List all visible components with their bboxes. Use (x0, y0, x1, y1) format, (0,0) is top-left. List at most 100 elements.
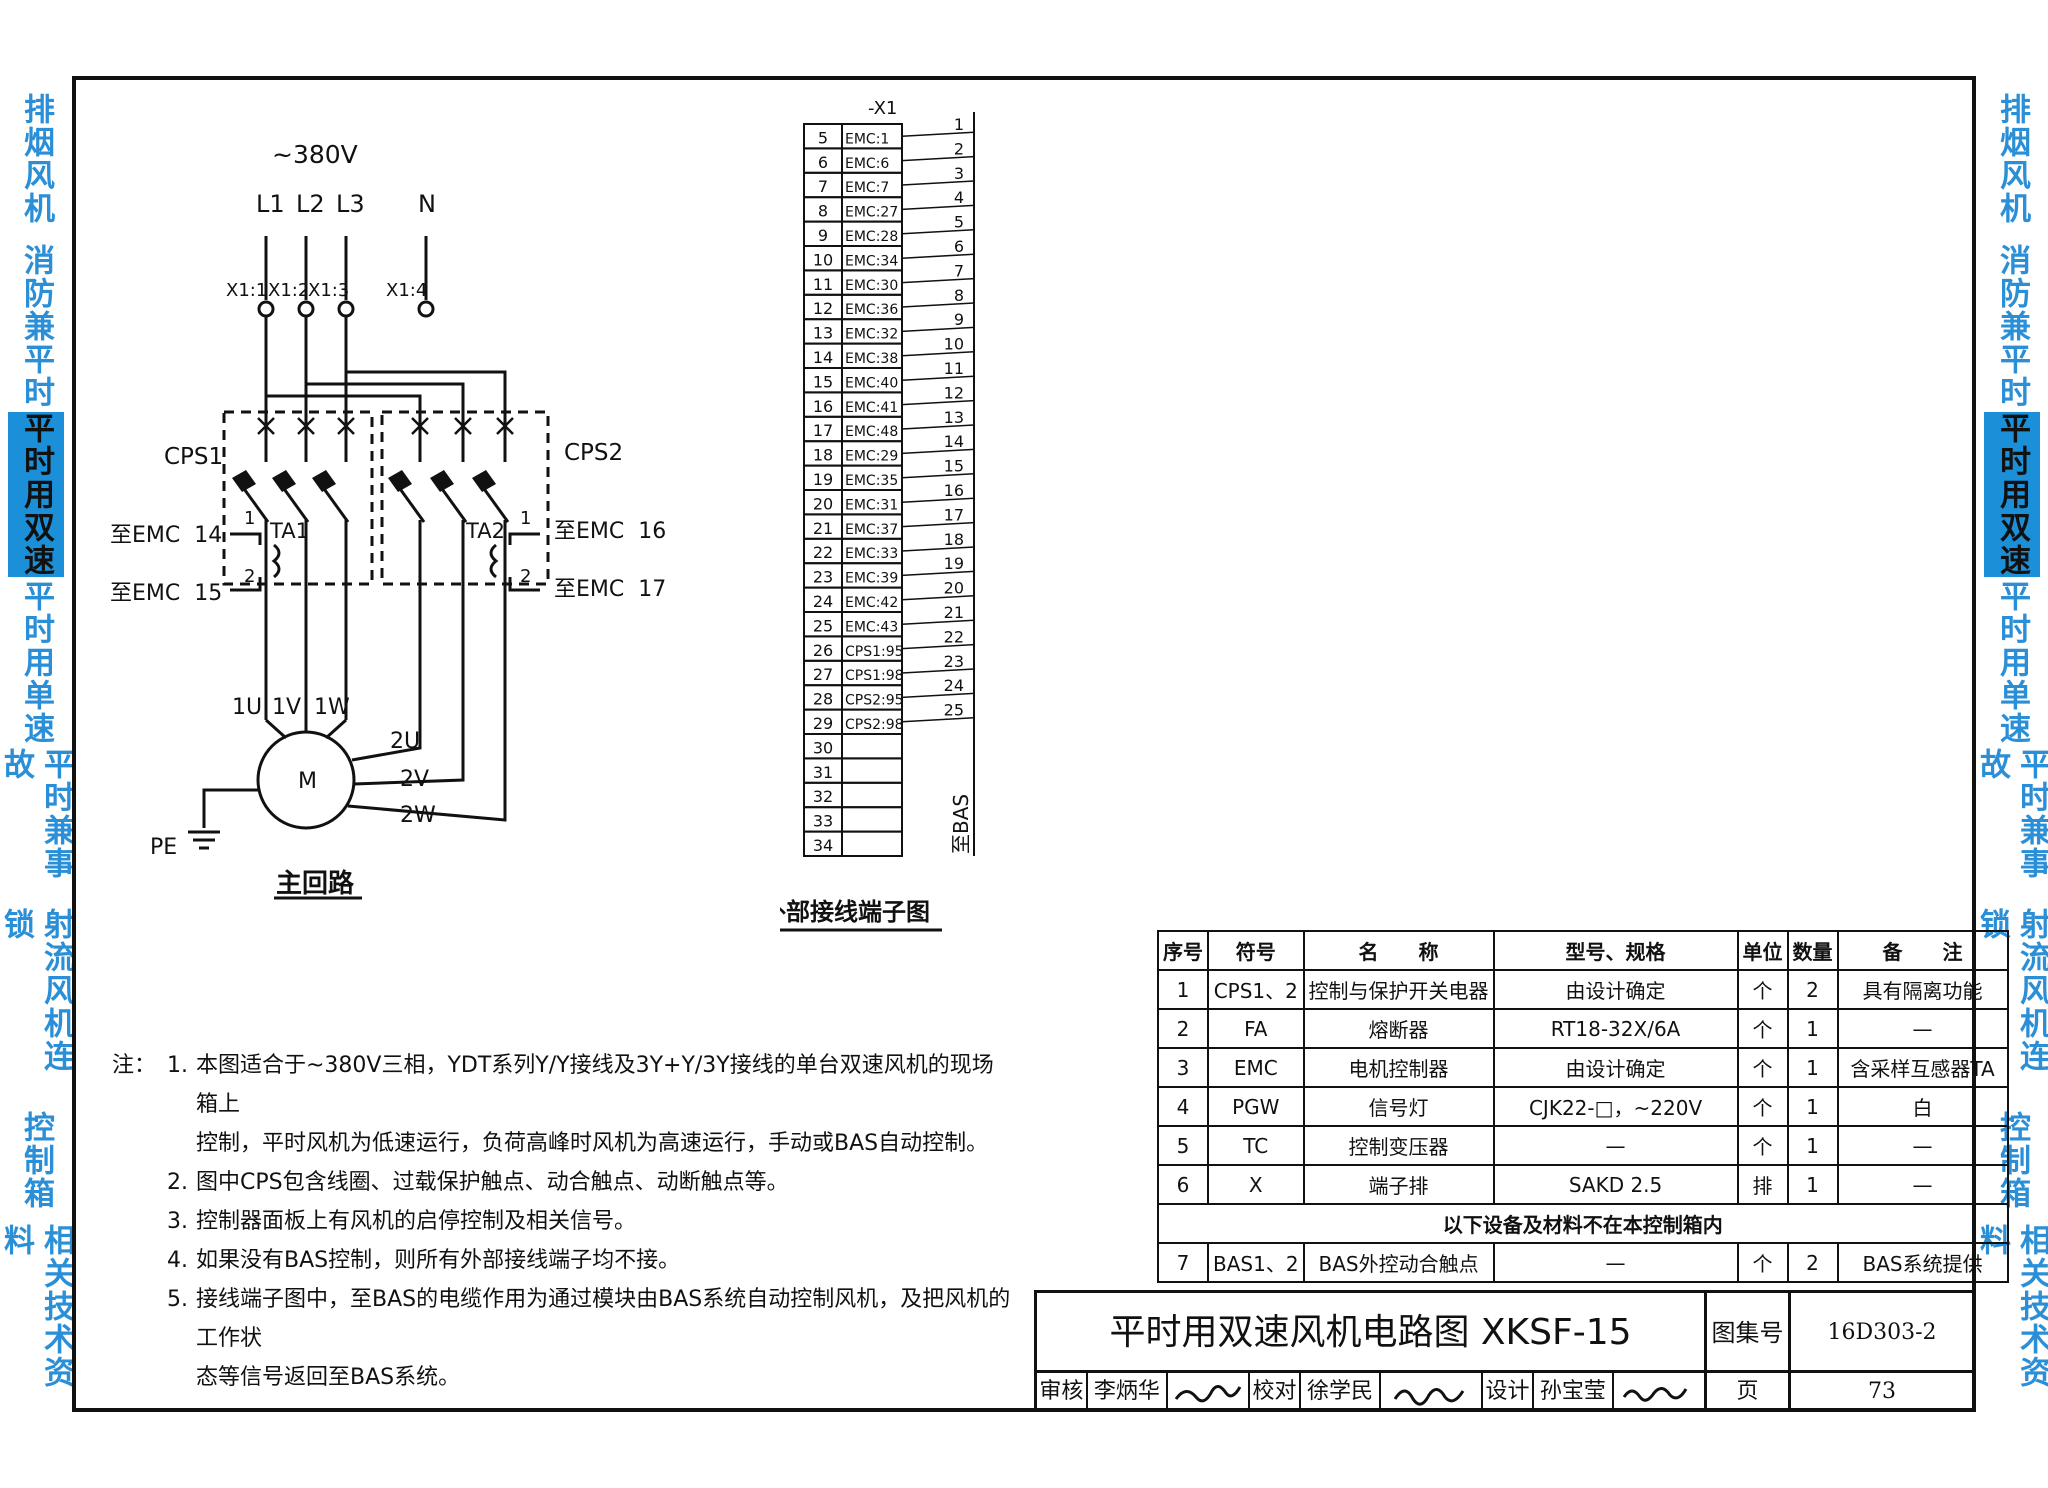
table-cell: 控制与保护开关电器 (1302, 969, 1495, 1010)
atlas-label: 图集号 (1707, 1293, 1791, 1373)
wire-line (901, 375, 975, 381)
ct-pin-2-left: 2 (244, 566, 255, 587)
cps1-label: CPS1 (164, 444, 223, 470)
terminal-diagram-title: 外部接线端子图 (780, 898, 930, 926)
table-cell: — (1492, 1242, 1739, 1283)
table-cell: FA (1207, 1008, 1305, 1049)
terminal-number: 30 (813, 738, 833, 757)
wire-line (901, 131, 975, 137)
note-number: 4. (167, 1248, 188, 1273)
table-cell: 4 (1157, 1086, 1209, 1127)
wire-line (901, 473, 975, 479)
terminal-number: 16 (813, 397, 833, 416)
note-line: 注：1.本图适合于~380V三相，YDT系列Y/Y接线及3Y+Y/3Y接线的单台… (112, 1046, 1012, 1124)
table-cell: BAS1、2 (1207, 1242, 1305, 1283)
table-cell: — (1836, 1164, 2009, 1205)
side-tab-control-box[interactable]: 控制箱 (8, 1100, 64, 1224)
wire-number: 10 (944, 335, 964, 354)
terminal-number: 10 (813, 250, 833, 269)
phase-l2: L2 (296, 190, 325, 218)
check-label: 校对 (1250, 1373, 1301, 1411)
bom-header: 单位 (1736, 930, 1789, 971)
atlas-number: 16D303-2 (1791, 1293, 1973, 1373)
table-cell: 3 (1157, 1047, 1209, 1088)
wire-number: 1 (954, 115, 964, 134)
table-cell: — (1836, 1125, 2009, 1166)
signature-row: 审核 李炳华 校对 徐学民 设计 孙宝莹 (1037, 1373, 1707, 1411)
drawing-frame (72, 76, 1976, 1412)
terminal-number: 21 (813, 519, 833, 538)
review-label: 审核 (1037, 1373, 1088, 1411)
terminal-label: EMC:38 (845, 351, 898, 367)
table-cell: 个 (1736, 1242, 1789, 1283)
bom-header: 型号、规格 (1492, 930, 1739, 971)
bom-separator-row: 以下设备及材料不在本控制箱内 (1157, 1203, 2009, 1244)
terminal-number: 27 (813, 665, 833, 684)
table-cell: 端子排 (1302, 1164, 1495, 1205)
terminal-row: 33 (803, 806, 903, 833)
wire-line (901, 302, 975, 308)
terminal-number: 13 (813, 324, 833, 343)
terminal-number: 11 (813, 275, 833, 294)
side-tab-exhaust-fan[interactable]: 排烟风机 (8, 76, 64, 244)
emc-15-label: 至EMC 15 (110, 581, 222, 606)
note-line: 5.接线端子图中，至BAS的电缆作用为通过模块由BAS系统自动控制风机，及把风机… (112, 1280, 1012, 1358)
wire-line (901, 546, 975, 552)
terminal-number: 26 (813, 641, 833, 660)
table-cell: RT18-32X/6A (1492, 1008, 1739, 1049)
terminal-label: EMC:41 (845, 400, 898, 416)
side-tab-normal-accident[interactable]: 平时兼事故 (1974, 748, 2048, 908)
terminal-label: EMC:32 (845, 327, 898, 343)
terminal-row: 32 (803, 781, 903, 809)
bom-header: 数量 (1786, 930, 1839, 971)
side-tab-single-speed[interactable]: 平时用单速 (1984, 580, 2040, 748)
wire-number: 17 (944, 505, 964, 524)
wire-number: 12 (944, 383, 964, 402)
side-tab-jet-fan[interactable]: 射流风机连锁 (0, 908, 74, 1100)
page-label: 页 (1707, 1373, 1791, 1411)
wire-number: 4 (954, 188, 964, 207)
wire-line (901, 204, 975, 211)
terminal-label: EMC:37 (845, 522, 898, 538)
bas-label: 至BAS (949, 794, 973, 854)
side-tab-label: 消防兼平时 (1994, 244, 2030, 409)
terminal-label: EMC:48 (845, 424, 898, 440)
terminal-x1-3: X1:3 (308, 280, 349, 301)
side-tab-normal-accident[interactable]: 平时兼事故 (0, 748, 74, 908)
reviewer-signature-mark (1174, 1385, 1242, 1403)
terminal-2w: 2W (400, 803, 436, 828)
side-tab-tech-data[interactable]: 相关技术资料 (0, 1224, 74, 1414)
terminal-row: 34 (803, 830, 903, 857)
side-tab-exhaust-fan[interactable]: 排烟风机 (1984, 76, 2040, 244)
terminal-label: EMC:36 (845, 302, 898, 318)
wire-line (901, 326, 975, 333)
bom-separator: 以下设备及材料不在本控制箱内 (1157, 1203, 2009, 1244)
side-tab-fire-normal[interactable]: 消防兼平时 (1984, 244, 2040, 412)
side-tab-fire-normal[interactable]: 消防兼平时 (8, 244, 64, 412)
bom-header-row: 序号 符号 名 称 型号、规格 单位 数量 备 注 (1157, 930, 2009, 971)
table-cell: TC (1207, 1125, 1305, 1166)
side-tab-two-speed[interactable]: 平时用双速 (1984, 412, 2040, 580)
table-cell: CPS1、2 (1207, 969, 1305, 1010)
table-cell: 个 (1736, 1086, 1789, 1127)
side-tab-label: 射流风机连锁 (0, 908, 74, 1073)
emc-16-label: 至EMC 16 (554, 519, 666, 544)
table-cell: BAS外控动合触点 (1302, 1242, 1495, 1283)
terminal-1v: 1V (272, 695, 301, 720)
side-tab-two-speed[interactable]: 平时用双速 (8, 412, 64, 580)
side-tab-single-speed[interactable]: 平时用单速 (8, 580, 64, 748)
